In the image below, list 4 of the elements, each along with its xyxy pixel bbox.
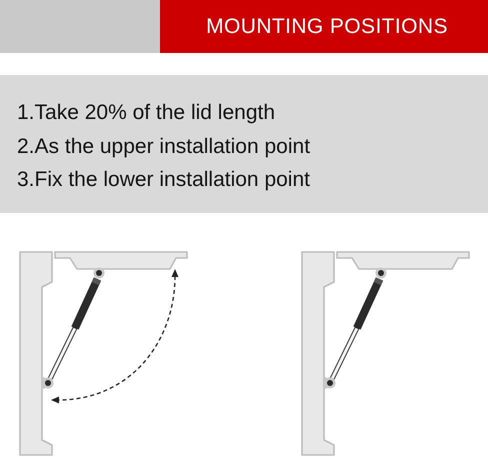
instruction-text: 3.Fix the lower installation point xyxy=(17,168,310,192)
title: MOUNTING POSITIONS xyxy=(206,14,448,38)
instruction-text: 2.As the upper installation point xyxy=(17,134,310,158)
instruction-text: 1.Take 20% of the lid length xyxy=(17,101,276,125)
